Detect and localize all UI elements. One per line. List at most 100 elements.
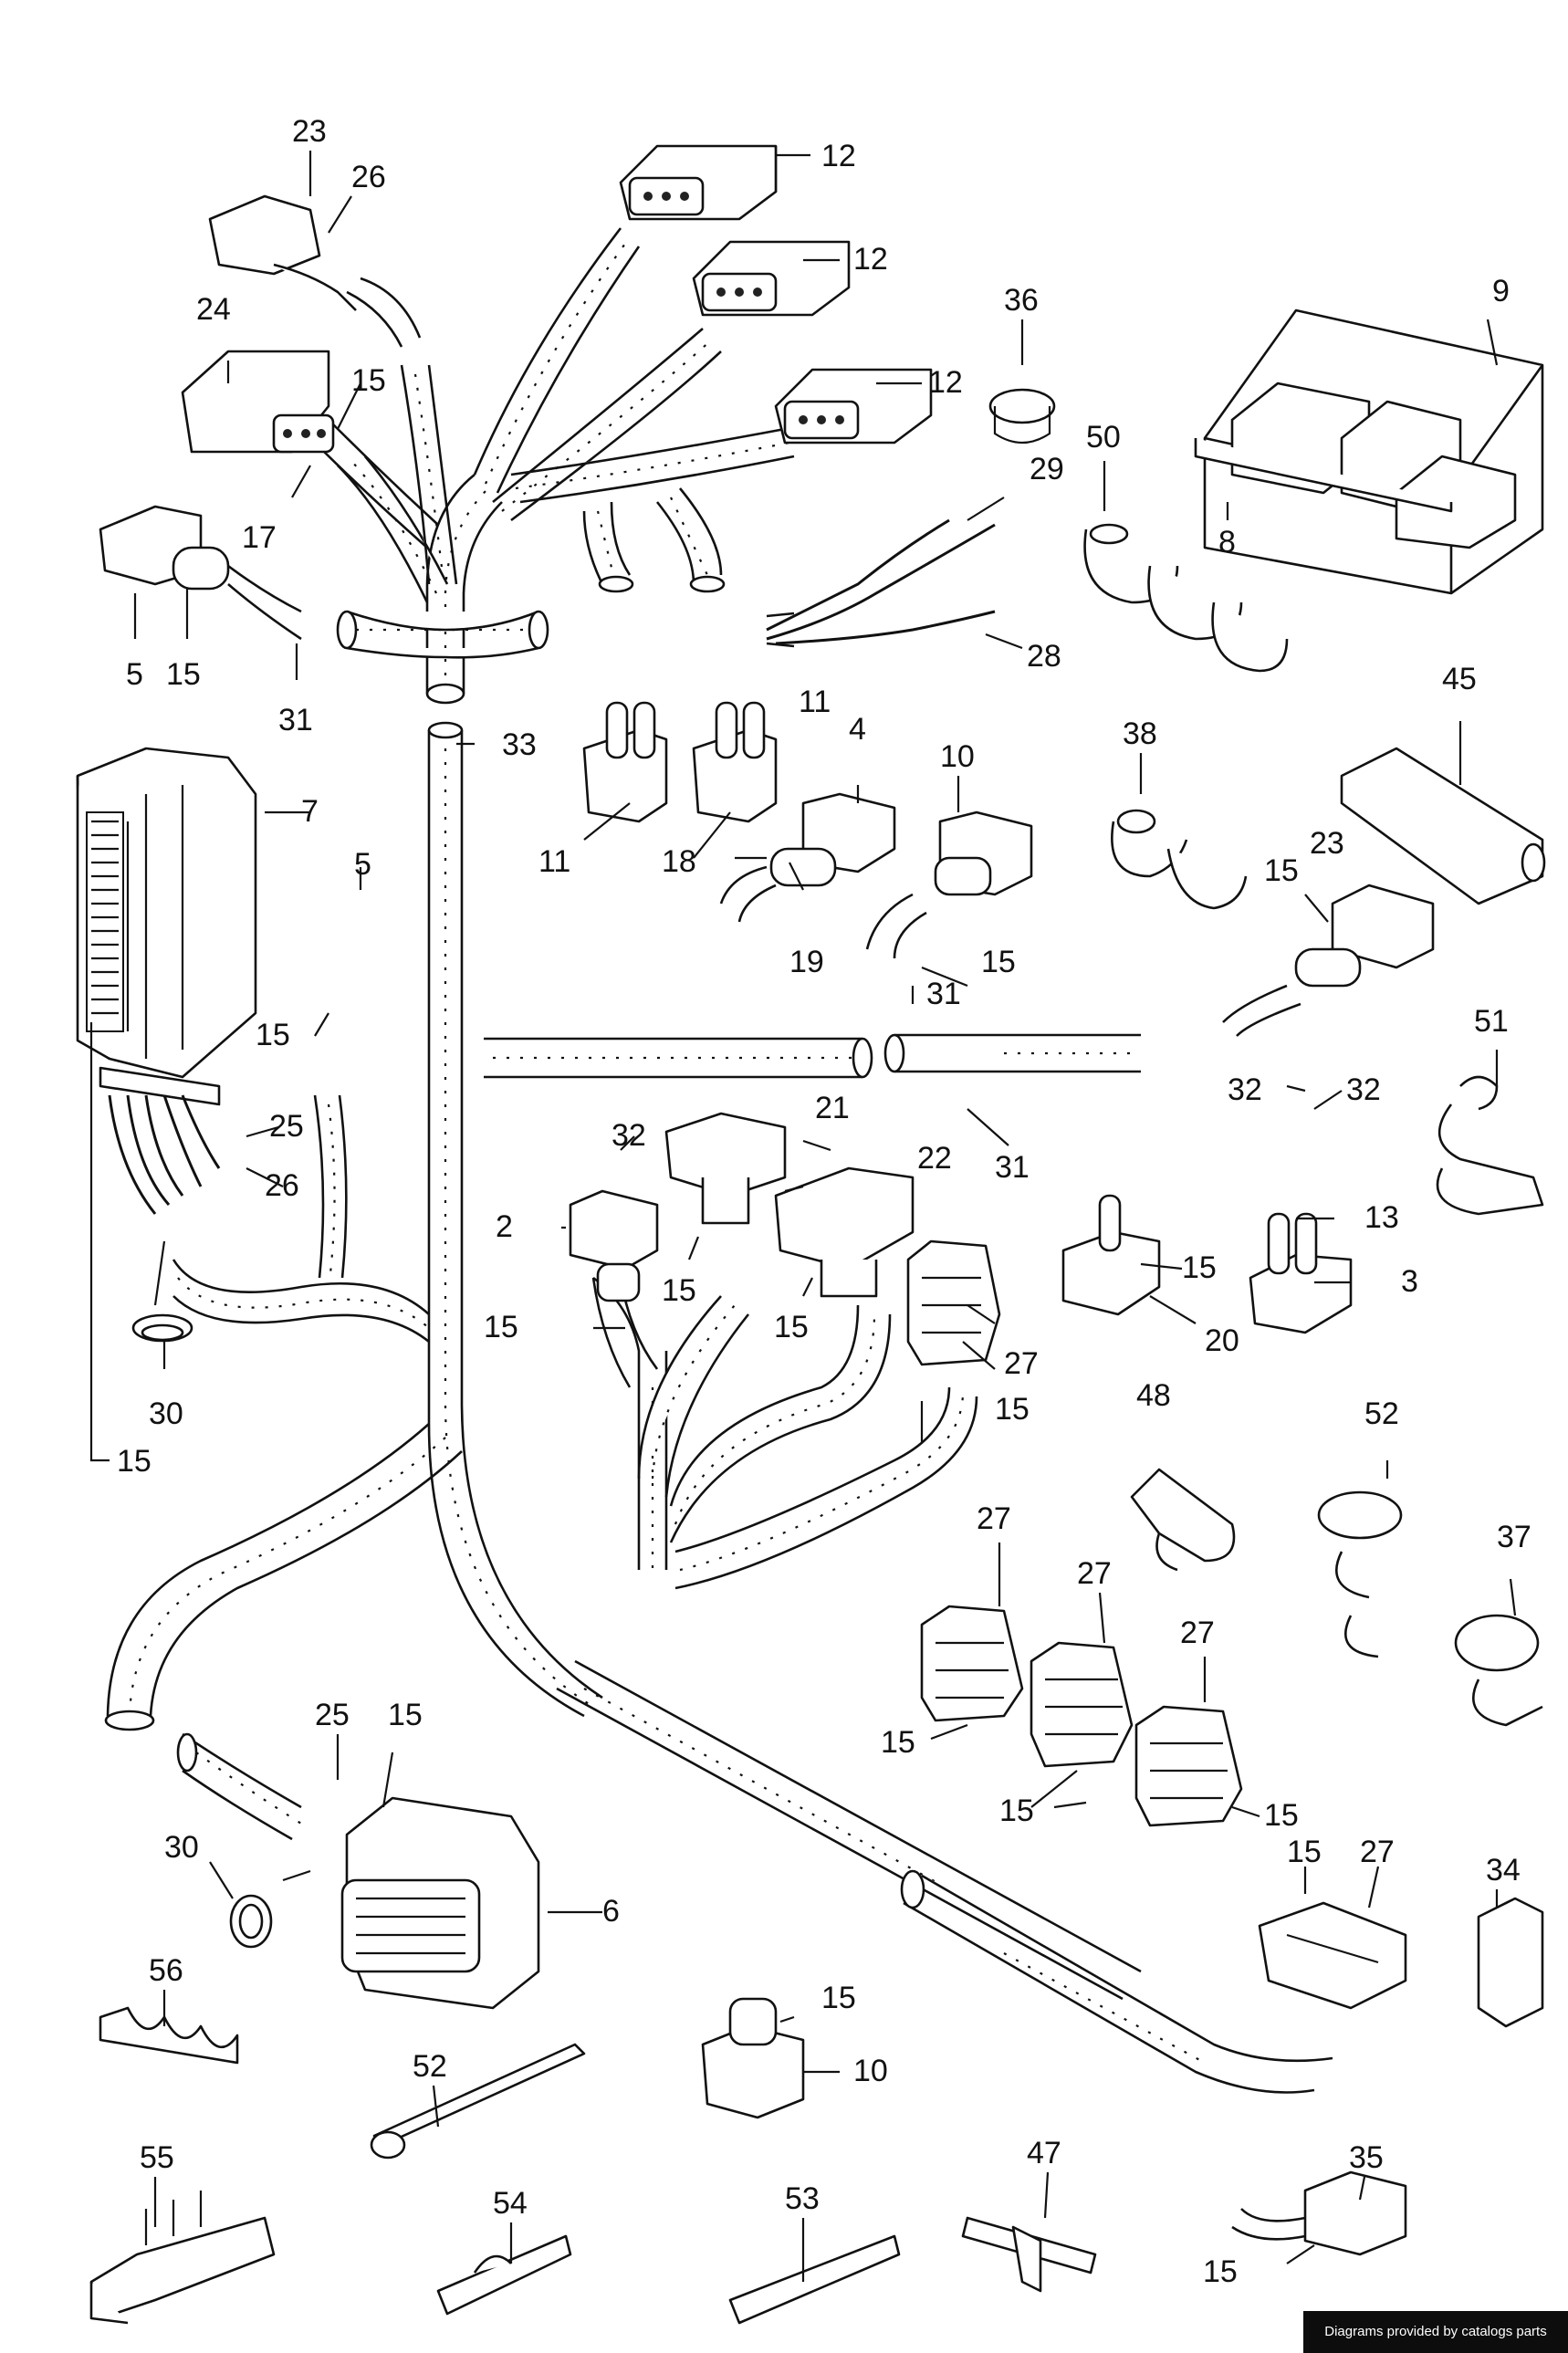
callout-30-top: 30: [149, 1396, 183, 1431]
callout-15-ecu: 15: [256, 1018, 290, 1052]
callout-15-c10b: 15: [821, 1981, 856, 2015]
connector-27-c: [1030, 1641, 1134, 1768]
callout-5-mid: 5: [354, 847, 371, 882]
connector-4: [719, 792, 896, 923]
callout-11-left: 11: [538, 844, 570, 879]
callout-31-top: 31: [278, 703, 313, 737]
callout-38: 38: [1123, 716, 1157, 751]
upper-harness: [309, 227, 996, 705]
clip-53: [728, 2234, 901, 2325]
callout-36: 36: [1004, 283, 1039, 318]
callout-15-top: 15: [351, 363, 386, 398]
callout-27-b: 27: [1077, 1556, 1112, 1591]
clip-48: [1130, 1468, 1236, 1572]
callout-22: 22: [917, 1141, 952, 1176]
callout-15-27b: 15: [999, 1794, 1034, 1828]
bracket-34: [1477, 1897, 1544, 2028]
callout-15-27c: 15: [1264, 1798, 1299, 1833]
clip-37: [1454, 1614, 1543, 1727]
callout-29: 29: [1030, 452, 1064, 486]
callout-12-c: 12: [928, 365, 963, 400]
callout-15-c2: 15: [484, 1310, 518, 1344]
connector-22: [774, 1166, 915, 1298]
callout-51: 51: [1474, 1004, 1509, 1039]
callout-45: 45: [1442, 662, 1477, 696]
callout-15-left: 15: [166, 657, 201, 692]
cable-tie-52: [370, 2043, 586, 2160]
callout-4: 4: [849, 712, 866, 747]
connector-2: [569, 1189, 659, 1302]
clip-50: [1083, 523, 1289, 673]
callout-2: 2: [496, 1209, 513, 1244]
connector-10-bottom: [701, 1997, 805, 2119]
callout-15-27a: 15: [881, 1725, 915, 1760]
callout-25-left: 25: [269, 1109, 304, 1144]
callout-28: 28: [1027, 639, 1061, 674]
callout-27-a: 27: [977, 1501, 1011, 1536]
callout-24: 24: [196, 292, 231, 327]
clip-47: [961, 2216, 1097, 2293]
relay-3: [1249, 1212, 1353, 1334]
callout-33: 33: [502, 727, 537, 762]
callout-9: 9: [1492, 274, 1510, 309]
callout-37: 37: [1497, 1520, 1531, 1554]
callout-15-c10: 15: [981, 945, 1016, 979]
callout-labels: 23 26 12 12 12 36 9 24 15 50 29 8 17 5 1…: [117, 114, 1531, 2289]
clip-45: [1340, 747, 1546, 905]
connector-23-top: [208, 194, 422, 348]
connector-27-d: [1134, 1705, 1243, 1827]
clip-51: [1436, 1075, 1544, 1216]
callout-34: 34: [1486, 1853, 1521, 1888]
clip-38: [1111, 809, 1248, 910]
callout-15-c22: 15: [774, 1310, 809, 1344]
callout-11-right: 11: [799, 685, 831, 719]
callout-23-top: 23: [292, 114, 327, 149]
callout-15-27e: 15: [1287, 1835, 1322, 1869]
callout-23-right: 23: [1310, 826, 1344, 861]
connector-12-mid: [692, 240, 851, 317]
connector-12-low: [774, 368, 933, 444]
callout-56: 56: [149, 1953, 183, 1988]
callout-25-bottom: 25: [315, 1698, 350, 1732]
ecu-7: [76, 747, 257, 1215]
callout-32-low: 32: [1228, 1072, 1262, 1107]
callout-15-c27: 15: [995, 1392, 1030, 1427]
connector-23-right: [1222, 884, 1435, 1037]
callout-54: 54: [493, 2186, 528, 2221]
strip-56: [99, 2006, 239, 2065]
callout-15-r23: 15: [1264, 853, 1299, 888]
clip-54: [436, 2234, 572, 2316]
main-harness: [104, 721, 1333, 2094]
callout-12-b: 12: [853, 242, 888, 277]
relay-20: [1061, 1194, 1161, 1316]
relay-11-right: [692, 701, 778, 823]
relay-11-left: [582, 701, 668, 823]
credit-banner: Diagrams provided by catalogs parts: [1303, 2311, 1568, 2353]
callout-21: 21: [815, 1091, 850, 1125]
clip-52: [1317, 1490, 1403, 1658]
leader-lines: [89, 151, 1517, 2282]
callout-55: 55: [140, 2140, 174, 2175]
connector-5-top: [99, 505, 302, 641]
connector-12-top: [619, 144, 778, 221]
callout-26-left: 26: [265, 1168, 299, 1203]
callout-30-bottom: 30: [164, 1830, 199, 1865]
holder-55: [89, 2191, 276, 2325]
callout-27-c: 27: [1180, 1616, 1215, 1650]
callout-13: 13: [1364, 1200, 1399, 1235]
callout-8: 8: [1218, 525, 1236, 559]
callout-5-top: 5: [126, 657, 143, 692]
callout-3: 3: [1401, 1264, 1418, 1299]
callout-48: 48: [1136, 1378, 1171, 1413]
connector-10-top: [865, 810, 1033, 959]
clip-36: [988, 388, 1056, 444]
clamp-30-low: [229, 1894, 273, 1949]
callout-10-bottom: 10: [853, 2054, 888, 2088]
connector-24: [181, 350, 335, 454]
callout-17: 17: [242, 520, 277, 555]
callout-12-a: 12: [821, 139, 856, 173]
connector-21: [664, 1112, 787, 1225]
callout-35: 35: [1349, 2140, 1384, 2175]
callout-31-low: 31: [995, 1150, 1030, 1185]
